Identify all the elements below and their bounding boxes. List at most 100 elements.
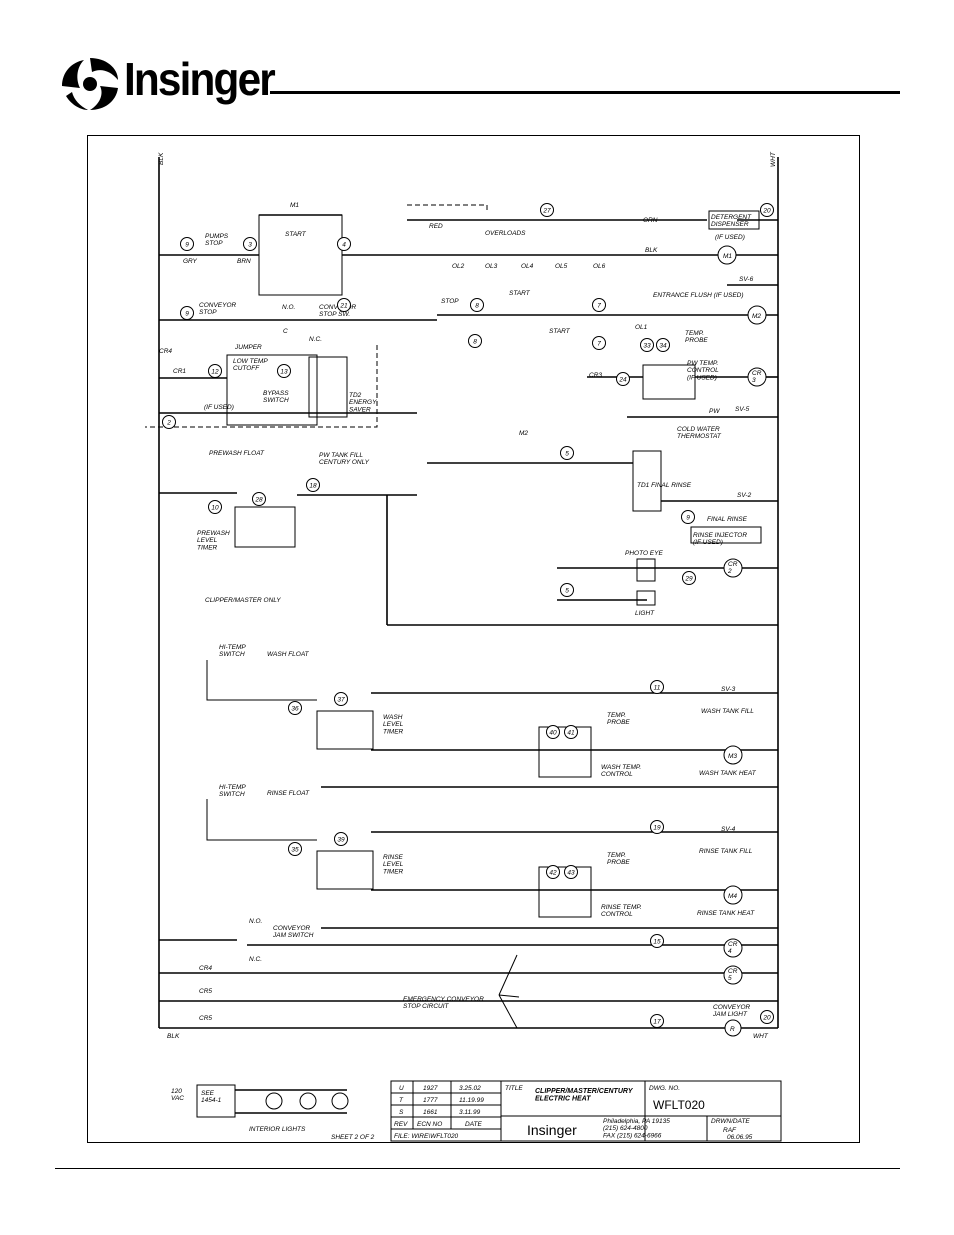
sv3-label: SV-3	[721, 686, 736, 693]
sv6-label: SV-6	[739, 276, 754, 283]
pw-temp-label: PW TEMP.CONTROL(IF USED)	[687, 360, 719, 381]
c-label: C	[283, 328, 288, 335]
terminal-marker	[337, 298, 351, 312]
m2-contact-label: M2	[519, 430, 528, 437]
photo-eye-label: PHOTO EYE	[625, 550, 663, 557]
terminal-number: 21	[339, 302, 348, 309]
terminal-marker	[208, 500, 222, 514]
brand-name: Insinger	[124, 53, 276, 105]
terminal-marker	[564, 865, 578, 879]
m1-label: M1	[290, 202, 299, 209]
terminal-number: 13	[280, 368, 288, 375]
red-wire-label: RED	[429, 223, 443, 230]
terminal-marker	[288, 701, 302, 715]
terminal-marker	[650, 680, 664, 694]
terminal-marker	[546, 725, 560, 739]
left-rail-label: BLK	[158, 152, 165, 165]
td2-module	[308, 356, 348, 418]
nc-label: N.C.	[309, 336, 322, 343]
terminal-number: 40	[549, 729, 557, 736]
terminal-number: 33	[643, 342, 651, 349]
terminal-number: 17	[653, 1018, 661, 1025]
jam-no-label: N.O.	[249, 918, 263, 925]
jam-light-icon	[724, 1019, 742, 1037]
terminal-marker	[208, 364, 222, 378]
drwn-date: 06.06.95	[727, 1134, 753, 1141]
dwg-number: WFLT020	[653, 1098, 705, 1112]
td1-module	[632, 450, 662, 512]
terminal-number: 43	[567, 869, 575, 876]
m3-load-label: M3	[728, 753, 737, 760]
light-bulb-2-icon	[299, 1092, 317, 1110]
rinse-float-label: RINSE FLOAT	[267, 790, 310, 797]
prewash-timer-module	[234, 506, 296, 548]
motor-m4-icon	[723, 885, 743, 905]
page-header: Insinger	[0, 0, 954, 130]
cr5-label: CR5	[199, 988, 212, 995]
terminal-number: 4	[342, 241, 346, 248]
terminal-marker	[681, 510, 695, 524]
rev-s: S	[399, 1109, 404, 1116]
terminal-number: 2	[166, 419, 171, 426]
terminal-marker	[592, 298, 606, 312]
rev-u: U	[399, 1085, 404, 1092]
gry-wire-label: GRY	[183, 258, 198, 265]
ol1-label: OL1	[635, 324, 648, 331]
m1-load-label: M1	[723, 253, 732, 260]
clipper-master-only-label: CLIPPER/MASTER ONLY	[205, 597, 281, 604]
terminal-marker	[288, 842, 302, 856]
ol3-label: OL3	[485, 263, 498, 270]
drwn-label: DRWN/DATE	[711, 1118, 750, 1125]
terminal-marker	[252, 492, 266, 506]
start3-label: START	[549, 328, 571, 335]
terminal-marker	[640, 338, 654, 352]
cr4-top-label: CR4	[159, 348, 172, 355]
terminal-number: 8	[473, 338, 477, 345]
terminal-marker	[277, 364, 291, 378]
cr3-label: CR3	[589, 372, 602, 379]
wash-temp-label: WASH TEMP.CONTROL	[601, 764, 641, 778]
motor-m2-icon	[747, 305, 767, 325]
terminal-number: 37	[337, 696, 345, 703]
terminal-number: 20	[762, 1014, 771, 1021]
terminal-number: 8	[475, 302, 479, 309]
header-rule	[270, 91, 900, 94]
drwn-by: RAF	[723, 1127, 737, 1134]
pw-temp-module	[642, 364, 696, 400]
terminal-marker	[592, 336, 606, 350]
ol6-label: OL6	[593, 263, 606, 270]
date-t: 11.19.99	[459, 1097, 484, 1104]
ecn-t: 1777	[423, 1097, 438, 1104]
cr2-coil-icon	[723, 558, 743, 578]
sv5-label: SV-5	[735, 406, 750, 413]
detergent-if-used-label: (IF USED)	[715, 234, 745, 241]
terminal-number: 19	[653, 824, 661, 831]
terminal-number: 15	[653, 938, 661, 945]
terminal-number: 5	[565, 587, 569, 594]
terminal-marker	[760, 1010, 774, 1024]
rev-header: REV	[394, 1121, 408, 1128]
wash-temp-module	[538, 726, 592, 778]
wash-tank-heat-label: WASH TANK HEAT	[699, 770, 757, 777]
footer-rule	[55, 1168, 900, 1169]
schematic-frame	[87, 135, 860, 1143]
terminal-number: 9	[686, 514, 690, 521]
ol5-label: OL5	[555, 263, 568, 270]
ecn-header: ECN NO	[417, 1121, 442, 1128]
dwg-label: DWG. NO.	[649, 1085, 680, 1092]
right-rail-label: WHT	[770, 151, 777, 167]
rinse-circuit: M4	[206, 799, 778, 929]
